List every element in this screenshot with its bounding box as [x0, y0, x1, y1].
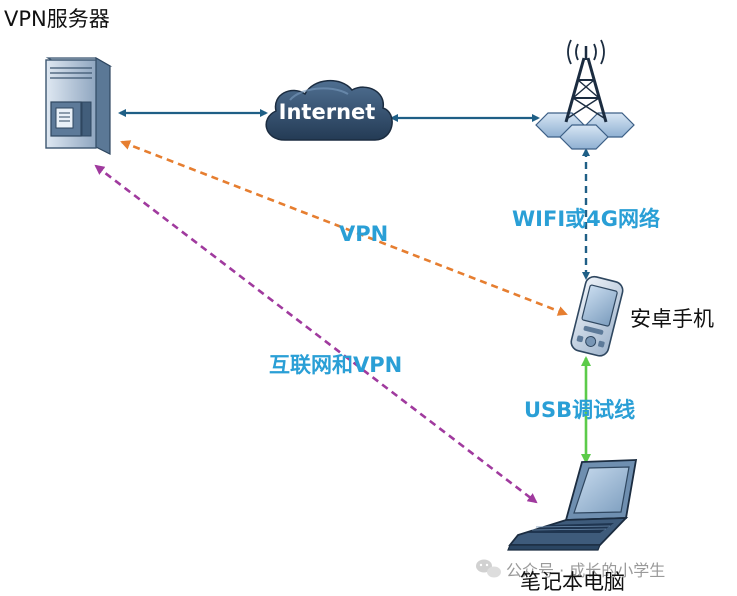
wifi-4g-link-label: WIFI或4G网络 [512, 207, 660, 231]
phone-label: 安卓手机 [630, 307, 714, 331]
vpn-link-label: VPN [339, 222, 389, 246]
internet-vpn-link-label: 互联网和VPN [269, 353, 403, 377]
wechat-icon [476, 559, 501, 578]
laptop-icon [507, 459, 638, 551]
server-icon [45, 56, 113, 155]
internet-cloud-icon [265, 80, 393, 141]
laptop-label: 笔记本电脑 [520, 570, 625, 594]
watermark-text: 公众号 · 成长的小学生 [506, 561, 666, 580]
phone-icon [570, 275, 624, 357]
server-label: VPN服务器 [4, 7, 110, 31]
usb-link-label: USB调试线 [524, 398, 636, 422]
internet-label: Internet [279, 100, 376, 124]
server-laptop-internet-vpn-link [94, 164, 538, 504]
cell-tower-icon [535, 39, 635, 150]
